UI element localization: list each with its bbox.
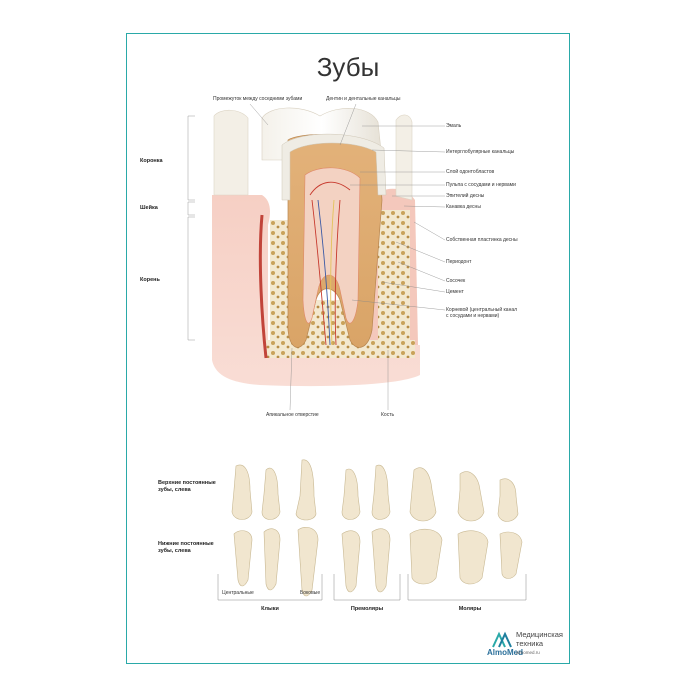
label-lower-teeth-2: зубы, слева <box>158 548 191 554</box>
enamel-cap <box>281 133 387 201</box>
label-root: Корень <box>140 277 160 283</box>
label-odontoblasts: Слой одонтобластов <box>446 169 495 175</box>
label-interdental-space: Промежуток между соседними зубами <box>213 96 303 102</box>
label-lower-teeth-1: Нижние постоянные <box>158 541 214 547</box>
label-enamel: Эмаль <box>446 123 462 129</box>
label-upper-teeth-2: зубы, слева <box>158 487 191 493</box>
label-interglobular: Интерглобулярные канальцы <box>446 149 515 155</box>
bone-base <box>265 340 415 358</box>
poster-title: Зубы <box>316 52 380 82</box>
label-cementum: Цемент <box>446 289 464 295</box>
label-gum-epithelium: Эпителий десны <box>446 193 485 199</box>
label-neck: Шейка <box>140 205 158 211</box>
region-brackets <box>187 115 195 341</box>
label-root-canal-1: Корневой (центральный канал <box>446 307 518 313</box>
label-canines: Клыки <box>261 606 279 612</box>
label-pulp: Пульпа с сосудами и нервами <box>446 182 516 188</box>
label-gum-groove: Канавка десны <box>446 204 481 210</box>
left-neighbour-tooth <box>213 109 249 196</box>
label-molars: Моляры <box>458 606 482 612</box>
label-lateral: Боковые <box>300 590 321 596</box>
upper-teeth-row <box>231 459 519 522</box>
vessels-and-nerves <box>309 181 351 346</box>
label-papilla: Сосочек <box>446 278 466 284</box>
label-dentin: Дентин и дентальные канальцы <box>326 96 401 102</box>
group-brackets <box>217 574 527 601</box>
label-premolars: Премоляры <box>350 606 384 612</box>
brand-logo-name: AlmoMed <box>487 648 523 657</box>
label-periodontium: Периодонт <box>446 259 472 265</box>
periosteum-edge <box>258 214 268 359</box>
brand-line1: Медицинская <box>516 630 563 639</box>
label-upper-teeth-1: Верхние постоянные <box>158 480 216 486</box>
label-root-canal-2: с сосудами и нервами) <box>446 313 500 319</box>
brand-site: almomed.ru <box>516 650 540 655</box>
label-apical-foramen: Апикальное отверстие <box>266 412 319 418</box>
label-central: Центральные <box>222 590 254 596</box>
right-neighbour-tooth <box>395 114 413 201</box>
label-lamina-propria: Собственная пластинка десны <box>446 237 518 243</box>
almomed-logo-icon <box>492 631 512 648</box>
lower-teeth-row <box>233 527 523 597</box>
label-crown: Коронка <box>140 158 163 164</box>
label-bone: Кость <box>381 412 395 418</box>
brand-line2: техника <box>516 639 544 648</box>
label-pointer-lines <box>249 103 446 411</box>
